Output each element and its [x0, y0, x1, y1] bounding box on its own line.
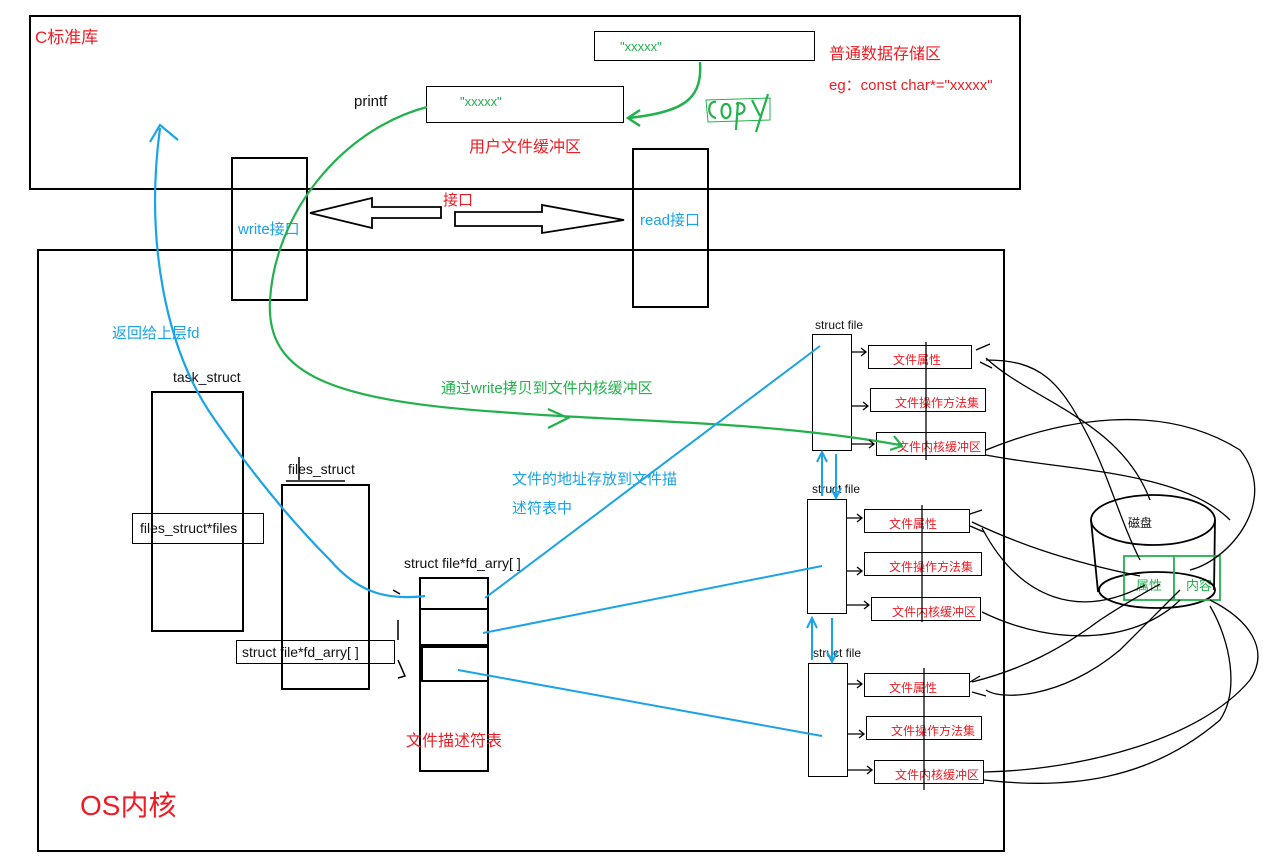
- disk-content-label: 内容: [1186, 578, 1213, 593]
- files-struct-title: files_struct: [288, 461, 355, 477]
- file-kernel-buffer-field: 文件内核缓冲区: [871, 597, 981, 621]
- file-attr-field: 文件属性: [868, 345, 972, 369]
- struct-file-title: struct file: [812, 482, 861, 496]
- files-struct-field: struct file*fd_arry[ ]: [242, 644, 359, 660]
- read-interface-label: read接口: [640, 212, 701, 229]
- data-store-box: [594, 31, 815, 61]
- return-fd-label: 返回给上层fd: [112, 325, 200, 342]
- address-note-line2: 述符表中: [512, 500, 573, 517]
- fd-table-title: struct file*fd_arry[ ]: [404, 555, 521, 571]
- disk-title: 磁盘: [1128, 516, 1153, 530]
- disk-link-curves: [969, 343, 1259, 784]
- left-hollow-arrow: [309, 196, 442, 230]
- data-store-content: "xxxxx": [620, 39, 662, 54]
- user-buffer-box: [426, 86, 624, 123]
- file-kernel-buffer-field: 文件内核缓冲区: [874, 760, 984, 784]
- right-hollow-arrow: [454, 203, 625, 235]
- os-kernel-title: OS内核: [80, 790, 177, 821]
- address-note-line1: 文件的地址存放到文件描: [512, 471, 678, 488]
- fd-table-slot: [419, 608, 489, 646]
- fd-table-caption: 文件描述符表: [406, 733, 503, 750]
- task-struct-title: task_struct: [173, 369, 241, 385]
- fd-table-slot: [421, 646, 489, 682]
- struct-file-title: struct file: [813, 646, 862, 660]
- file-attr-field: 文件属性: [864, 509, 970, 533]
- write-copy-label: 通过write拷贝到文件内核缓冲区: [441, 380, 653, 397]
- struct-file-box: [808, 663, 848, 777]
- c-library-title: C标准库: [35, 28, 99, 47]
- data-store-example: eg：const char*="xxxxx": [829, 77, 993, 94]
- file-attr-field: 文件属性: [864, 673, 970, 697]
- write-interface-label: write接口: [238, 221, 300, 238]
- struct-file-box: [812, 334, 852, 451]
- file-ops-field: 文件操作方法集: [870, 388, 986, 412]
- struct-file-box: [807, 499, 847, 614]
- file-kernel-buffer-field: 文件内核缓冲区: [876, 432, 986, 456]
- user-buffer-caption: 用户文件缓冲区: [469, 139, 582, 156]
- file-ops-field: 文件操作方法集: [864, 552, 982, 576]
- user-buffer-content: "xxxxx": [460, 94, 502, 109]
- struct-file-title: struct file: [815, 318, 864, 332]
- file-ops-field: 文件操作方法集: [866, 716, 982, 740]
- printf-label: printf: [354, 93, 388, 110]
- data-store-title: 普通数据存储区: [829, 46, 942, 63]
- disk-attr-label: 属性: [1136, 578, 1163, 593]
- task-struct-field: files_struct*files: [140, 520, 238, 536]
- task-struct-box: [151, 391, 244, 632]
- interface-label: 接口: [443, 192, 474, 209]
